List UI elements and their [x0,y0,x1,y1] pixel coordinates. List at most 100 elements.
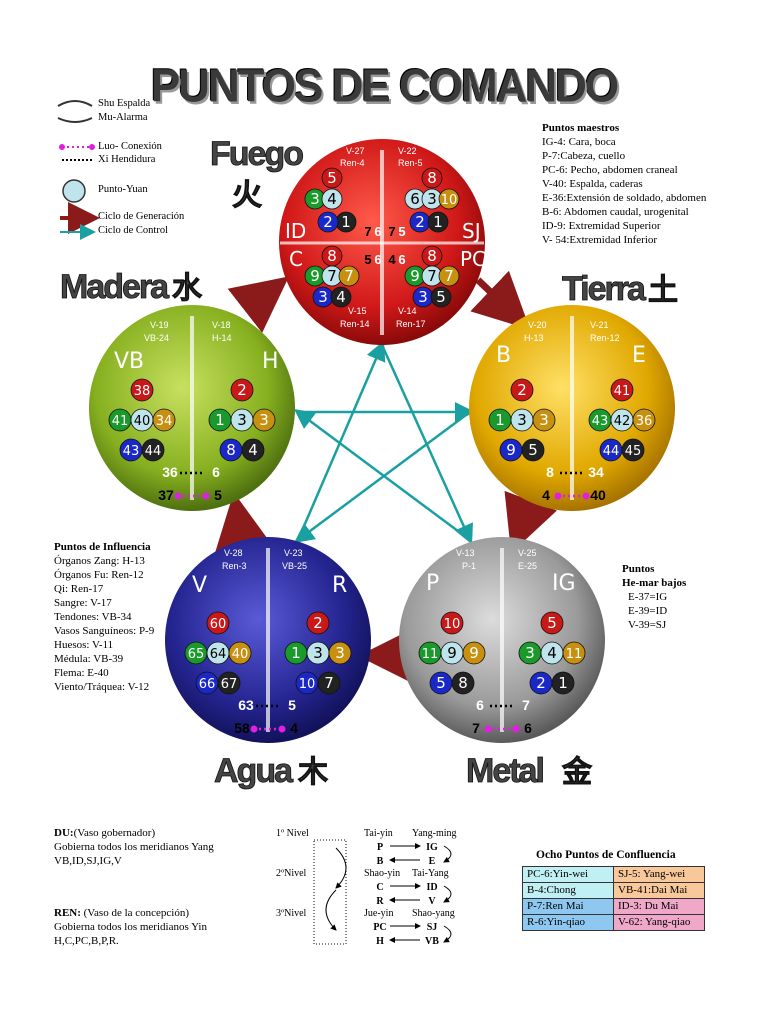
point-number: 64 [210,647,227,662]
maestro-item: PC-6: Pecho, abdomen craneal [542,164,678,176]
point-number: 4 [388,252,396,267]
point-number: 3 [313,644,323,662]
wood-right-meridian: H [262,349,279,374]
point-ball [438,188,460,210]
earth-mu-1: H-13 [524,333,544,343]
point-ball [532,408,556,432]
point-number: 41 [112,414,129,429]
point-ball [440,611,464,635]
point-number: 5 [327,169,337,187]
wood-char: 水 [172,272,203,305]
nivel-d: V [428,896,436,907]
fire-left-meridian-bottom: C [289,247,303,271]
point-number: 4 [290,720,298,736]
point-ball [317,671,341,695]
point-number: 2 [313,614,323,632]
legend-gen: Ciclo de Generación [98,211,185,222]
fire-shu-r2: Ren-5 [398,158,423,168]
wood-mu-2: H-14 [212,333,232,343]
luo-dot [278,725,286,733]
point-ball [562,641,586,665]
point-number: 8 [427,247,437,265]
legend-yuan: Punto-Yuan [98,184,148,195]
point-ball [421,167,443,189]
influencia-item: Sangre: V-17 [54,597,112,609]
point-number: 7 [388,224,395,239]
table-cell: ID-3: Du Mai [613,898,705,915]
maestros-panel: Puntos maestros IG-4: Cara, boca P-7:Cab… [542,121,706,247]
point-number: 5 [436,288,446,306]
water-name: Agua [214,752,294,790]
point-number: 58 [234,720,250,736]
water-shu-1: V-28 [224,548,243,558]
point-ball [241,438,265,462]
nivel-d: E [429,856,436,867]
ctrl-arrow-earth-water [293,410,471,543]
fire-right-meridian-bottom: PC [460,247,486,271]
point-number: 8 [427,169,437,187]
point-number: 67 [221,677,238,692]
point-number: 3 [310,190,320,208]
point-number: 7 [522,697,530,713]
point-ball [321,188,343,210]
point-ball [540,611,564,635]
nivel-label: 3ºNivel [276,908,307,919]
table-cell: B-4:Chong [522,882,614,899]
table-cell: VB-41:Dai Mai [613,882,705,899]
point-ball [217,671,241,695]
yuan-symbol [62,179,86,203]
nivel-yin: Tai-yin [364,828,393,839]
table-row: B-4:Chong VB-41:Dai Mai [522,882,705,899]
influencia-item: Qi: Ren-17 [54,583,104,595]
point-number: 40 [232,647,249,662]
point-number: 43 [592,414,609,429]
table-cell: SJ-5: Yang-wei [613,866,705,883]
point-number: 6 [476,697,484,713]
legend-graphics [57,100,100,240]
nivel-b: ID [426,882,437,893]
point-number: 65 [188,647,205,662]
nivel-c: H [376,936,384,947]
maestro-item: V- 54:Extremidad Inferior [542,234,658,246]
point-number: 5 [547,614,557,632]
luo-dot-2 [89,144,95,150]
influencia-item: Flema: E-40 [54,667,109,679]
earth-mu-2: Ren-12 [590,333,620,343]
point-number: 6 [524,720,532,736]
niveles-curve-2 [325,889,337,931]
earth-right-meridian: E [632,343,646,368]
point-number: 5 [364,252,371,267]
water-right-meridian: R [332,573,347,598]
wood-left-meridian: VB [114,349,144,374]
point-number: 6 [374,252,381,267]
hemar-item: V-39=SJ [628,619,667,631]
nivel-curve [443,925,452,943]
influencia-item: Viento/Tráquea: V-12 [54,681,150,693]
table-row: PC-6:Yin-wei SJ-5: Yang-wei [522,866,705,883]
point-number: 9 [410,267,420,285]
point-number: 8 [327,247,337,265]
point-ball [228,641,252,665]
fire-left-meridian-top: ID [285,219,306,243]
wood-shu-2: V-18 [212,320,231,330]
point-number: 8 [546,464,554,480]
nivel-a: PC [373,922,386,933]
point-ball [551,671,575,695]
nivel-yin: Jue-yin [364,908,393,919]
point-number: 4 [248,441,258,459]
legend-luo: Luo- Conexión [98,141,162,152]
luo-dot [582,492,590,500]
point-number: 63 [238,697,254,713]
point-number: 9 [506,441,516,459]
nivel-label: 2ºNivel [276,868,307,879]
fire-shu-r4: Ren-17 [396,319,426,329]
point-number: 9 [447,644,457,662]
nivel-yin: Shao-yin [364,868,400,879]
influencia-item: Tendones: VB-34 [54,611,132,623]
